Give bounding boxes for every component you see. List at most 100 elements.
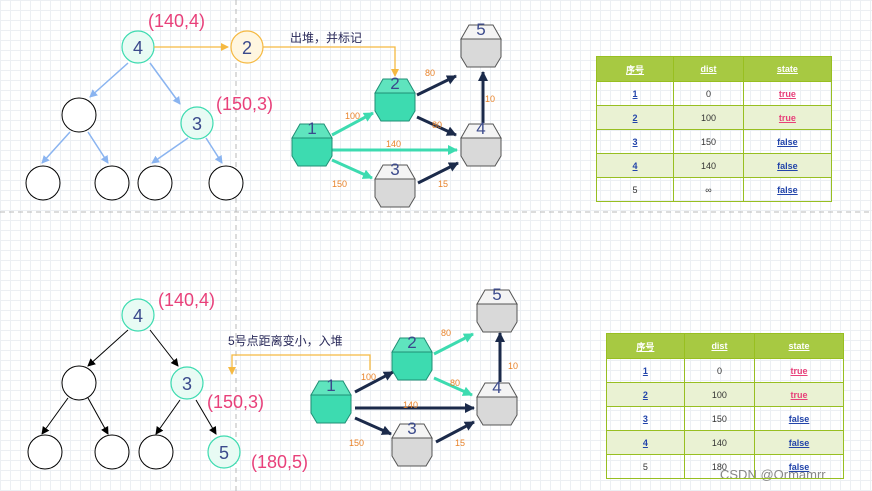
top-graph-node-2: 2	[374, 74, 416, 122]
row-dist: 150	[683, 406, 756, 431]
edge-weight: 150	[332, 179, 347, 189]
table-row: 1 0 true	[606, 358, 844, 383]
svg-text:5: 5	[492, 285, 501, 304]
row-state: false	[742, 129, 833, 154]
top-graph-node-5: 5	[460, 20, 502, 68]
edge-weight: 10	[508, 361, 518, 371]
row-id: 4	[595, 153, 675, 178]
bottom-heap-root-label: (140,4)	[158, 290, 215, 310]
row-state: false	[754, 406, 844, 431]
table-header: 序号	[595, 56, 675, 82]
row-id: 2	[606, 382, 685, 407]
edge-weight: 10	[485, 94, 495, 104]
bottom-heap-empty-node	[138, 434, 174, 470]
edge-weight: 80	[450, 378, 460, 388]
svg-text:2: 2	[390, 74, 399, 93]
edge-weight: 15	[438, 179, 448, 189]
top-heap-empty-node	[137, 165, 173, 201]
edge-weight: 15	[455, 438, 465, 448]
svg-text:4: 4	[476, 119, 485, 138]
top-graph-node-1: 1	[291, 119, 333, 167]
top-heap-root-value: 4	[133, 38, 143, 58]
row-id: 2	[595, 105, 675, 130]
top-heap-empty-node	[208, 165, 244, 201]
popped-node-value: 2	[242, 38, 252, 58]
row-state: false	[754, 454, 844, 479]
row-id: 5	[595, 177, 675, 202]
top-graph-node-3: 3	[374, 160, 416, 208]
row-state: false	[742, 177, 833, 202]
svg-text:1: 1	[307, 119, 316, 138]
row-id: 3	[595, 129, 675, 154]
row-dist: 140	[683, 430, 756, 455]
table-header: dist	[683, 333, 756, 359]
svg-text:3: 3	[407, 419, 416, 438]
row-id: 5	[606, 454, 685, 479]
row-dist: 180	[683, 454, 756, 479]
top-graph: 100 150 140 80 80 10 15 1 2 3 4	[291, 20, 502, 208]
row-state: true	[754, 358, 844, 383]
row-state: false	[754, 430, 844, 455]
row-id: 4	[606, 430, 685, 455]
bottom-heap-root-value: 4	[133, 306, 143, 326]
top-heap-empty-node	[25, 165, 61, 201]
table-header: dist	[673, 56, 744, 82]
table-row: 3 150 false	[595, 129, 833, 154]
bottom-heap-new-value: 5	[219, 443, 229, 463]
table-row: 2 100 true	[606, 382, 844, 407]
bottom-heap-root-node	[121, 298, 155, 332]
row-dist: 100	[683, 382, 756, 407]
bottom-heap-empty-node	[27, 434, 63, 470]
table-row: 4 140 false	[595, 153, 833, 178]
svg-text:4: 4	[492, 378, 501, 397]
bottom-graph-node-2: 2	[391, 333, 433, 381]
bottom-graph-node-3: 3	[391, 419, 433, 467]
table-row: 2 100 true	[595, 105, 833, 130]
table-row: 5 ∞ false	[595, 177, 833, 202]
row-dist: 150	[673, 129, 744, 154]
edge-weight: 100	[345, 111, 360, 121]
top-heap: 4 (140,4) 3 (150,3) 2 出堆，并标记	[25, 11, 399, 201]
top-graph-node-4: 4	[460, 119, 502, 167]
row-state: true	[742, 81, 833, 106]
bottom-note: 5号点距离变小，入堆	[228, 333, 343, 348]
bottom-graph-node-1: 1	[310, 376, 352, 424]
row-id: 1	[595, 81, 675, 106]
row-dist: 140	[673, 153, 744, 178]
svg-text:1: 1	[326, 376, 335, 395]
bottom-heap-child-node	[170, 366, 204, 400]
svg-text:2: 2	[407, 333, 416, 352]
edge-weight: 140	[386, 139, 401, 149]
table-row: 1 0 true	[595, 81, 833, 106]
row-dist: ∞	[673, 177, 744, 202]
top-note: 出堆，并标记	[290, 31, 362, 45]
edge-weight: 80	[441, 328, 451, 338]
top-heap-root-label: (140,4)	[148, 11, 205, 31]
bottom-heap-new-label: (180,5)	[251, 452, 308, 472]
bottom-heap-child-label: (150,3)	[207, 392, 264, 412]
edge-weight: 100	[361, 372, 376, 382]
row-state: true	[754, 382, 844, 407]
table-row: 5 180 false	[606, 454, 844, 479]
row-id: 1	[606, 358, 685, 383]
bottom-heap-empty-node	[61, 365, 97, 401]
top-heap-empty-node	[61, 97, 97, 133]
top-heap-empty-node	[94, 165, 130, 201]
table-row: 4 140 false	[606, 430, 844, 455]
bottom-graph: 100 150 140 80 80 10 15 1 2 3 4	[310, 285, 518, 467]
row-dist: 0	[673, 81, 744, 106]
top-dist-table: 序号 dist state 1 0 true 2 100 true 3 150 …	[595, 56, 833, 202]
bottom-heap: 4 (140,4) 3 (150,3) 5 (180,5) 5号点距离变小，入堆	[27, 290, 371, 472]
table-header: state	[742, 56, 833, 82]
row-state: true	[742, 105, 833, 130]
top-heap-child-value: 3	[192, 114, 202, 134]
top-heap-child-node	[180, 106, 214, 140]
bottom-heap-empty-node	[94, 434, 130, 470]
row-id: 3	[606, 406, 685, 431]
table-header: 序号	[606, 333, 685, 359]
bottom-heap-new-node	[207, 435, 241, 469]
edge-weight: 80	[425, 68, 435, 78]
top-heap-child-label: (150,3)	[216, 94, 273, 114]
edge-weight: 80	[432, 120, 442, 130]
